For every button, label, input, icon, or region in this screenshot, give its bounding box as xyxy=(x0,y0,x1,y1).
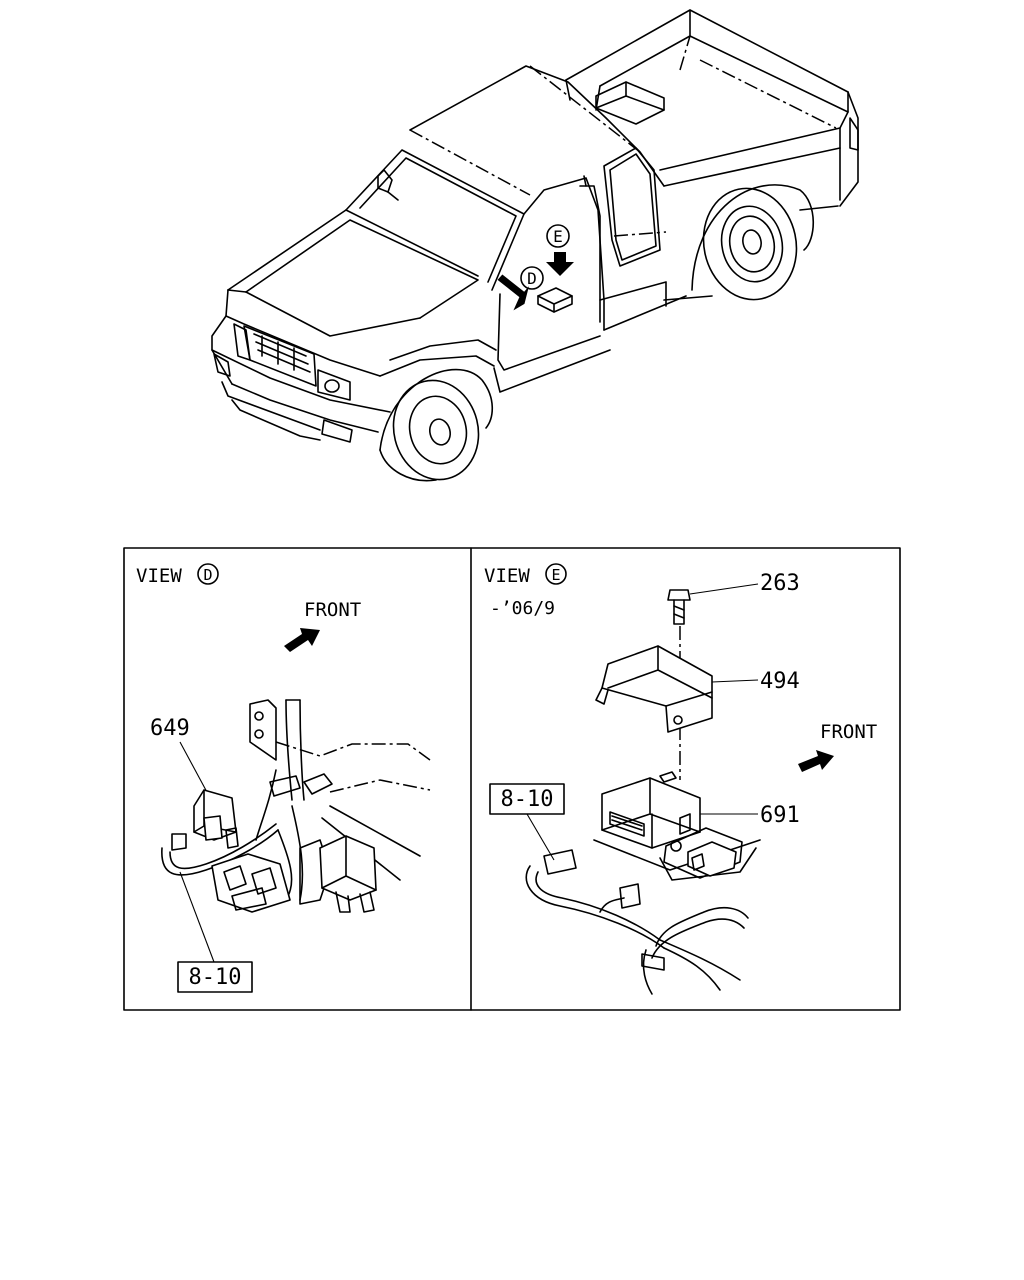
part-494-label: 494 xyxy=(760,669,800,694)
hood-front xyxy=(211,169,497,443)
part-263-label: 263 xyxy=(760,571,800,596)
marker-d-letter: D xyxy=(527,269,537,288)
detail-panels xyxy=(123,547,901,1011)
panels-frame xyxy=(123,547,901,1011)
view-e-letter: E xyxy=(551,566,560,584)
view-d-ref-label: 8-10 xyxy=(189,965,242,990)
view-d-letter: D xyxy=(203,566,212,584)
view-d-ref-box xyxy=(177,961,253,993)
view-d-title: VIEW xyxy=(136,565,182,587)
view-e-title: VIEW xyxy=(484,565,530,587)
view-markers: E D xyxy=(497,224,574,313)
view-d-arrow xyxy=(497,274,529,311)
view-d-panel: VIEW D FRONT 649 xyxy=(136,563,431,993)
view-e-front-label: FRONT xyxy=(820,721,877,743)
view-e-ref-label: 8-10 xyxy=(501,787,554,812)
view-d-front-arrow xyxy=(284,628,320,652)
cab xyxy=(345,65,687,393)
part-691-label: 691 xyxy=(760,803,800,828)
cargo-bed xyxy=(565,9,859,301)
rear-wheel xyxy=(691,184,814,301)
truck-illustration: E D xyxy=(211,9,859,482)
view-d-front-label: FRONT xyxy=(304,599,361,621)
front-wheel xyxy=(379,368,494,482)
control-unit-box xyxy=(537,287,573,313)
part-649-label: 649 xyxy=(150,716,190,741)
view-e-front-arrow xyxy=(798,750,834,772)
view-e-date-note: -’06/9 xyxy=(490,598,555,619)
view-e-panel: VIEW E -’06/9 263 494 FRONT 691 xyxy=(484,563,877,995)
marker-e-letter: E xyxy=(553,227,563,246)
view-e-arrow xyxy=(546,252,574,276)
